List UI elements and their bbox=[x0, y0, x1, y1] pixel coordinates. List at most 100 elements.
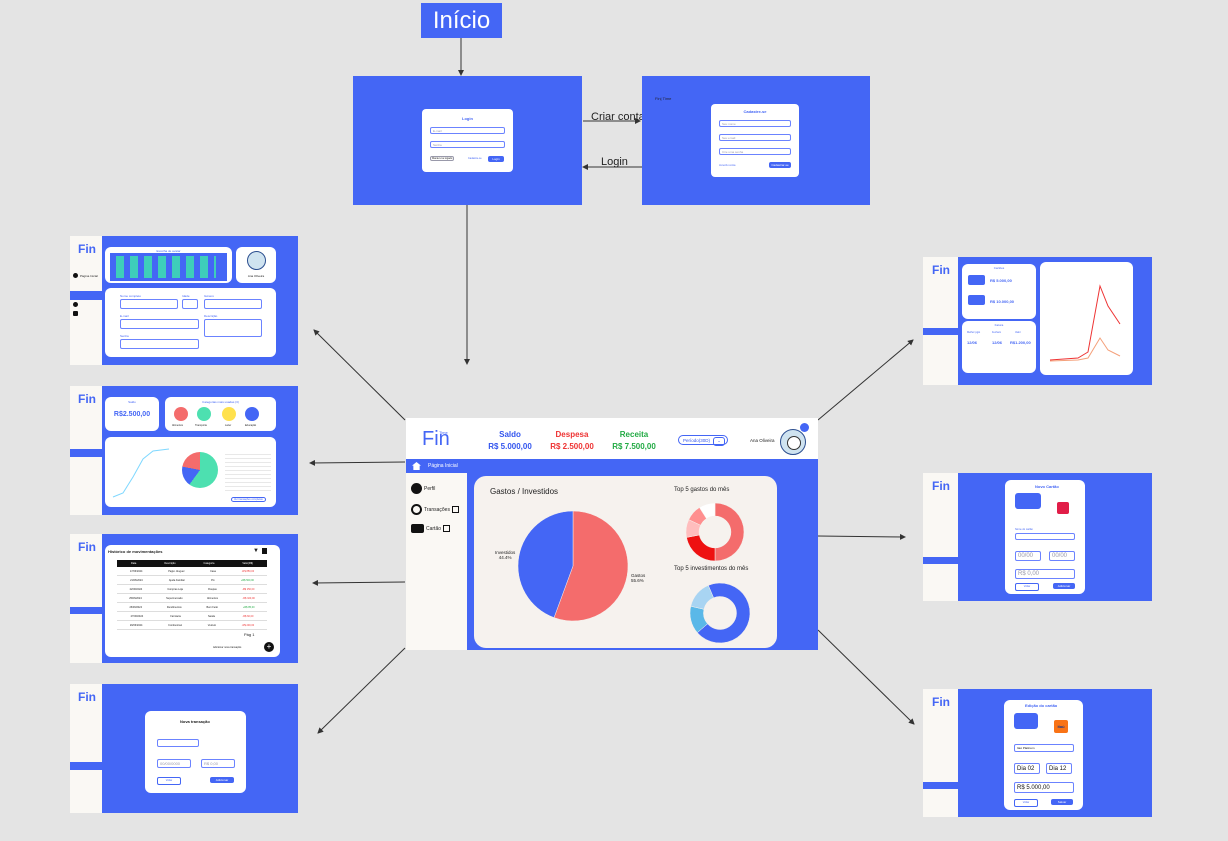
full-transactions-button[interactable]: Ver transações completas bbox=[231, 497, 266, 502]
table-cell: 22/06/2024 bbox=[129, 587, 143, 591]
top-gastos-title: Top 5 gastos do mês bbox=[674, 487, 730, 493]
card-name-field[interactable] bbox=[1015, 533, 1075, 540]
closing-date-field[interactable]: 00/00 bbox=[1015, 551, 1041, 561]
name-field[interactable]: Seu nome bbox=[719, 120, 791, 127]
login-button[interactable]: Login bbox=[488, 156, 504, 162]
start-node: Início bbox=[421, 3, 502, 38]
description-field[interactable] bbox=[157, 739, 199, 747]
category-food-swatch bbox=[174, 407, 188, 421]
col-label: Valor bbox=[1015, 331, 1021, 334]
newcard-sidebar: Fin bbox=[923, 473, 958, 601]
signup-password-field[interactable]: Crie uma senha bbox=[719, 148, 791, 155]
sidebar-item-transacoes[interactable] bbox=[73, 302, 78, 307]
table-cell: Saúde bbox=[207, 614, 216, 618]
add-card-button[interactable]: Adicionar bbox=[1053, 583, 1075, 589]
card-thumb-1[interactable] bbox=[968, 275, 985, 285]
table-cell: -R$ 200,00 bbox=[241, 623, 255, 627]
cancel-button[interactable]: Voltar bbox=[1014, 799, 1038, 807]
name-label: Nome do cartão bbox=[1015, 528, 1033, 531]
phone-icon[interactable] bbox=[800, 423, 809, 432]
history-logo: Fin bbox=[78, 540, 96, 554]
table-cell: 17/06/2024 bbox=[129, 569, 143, 573]
editcard-sidebar: Fin bbox=[923, 689, 958, 817]
sidebar-item-perfil-active[interactable] bbox=[70, 291, 102, 300]
avatar-grid[interactable] bbox=[110, 253, 227, 281]
email-field[interactable] bbox=[120, 319, 199, 329]
sidebar-item-cartao-active[interactable] bbox=[923, 328, 958, 335]
itau-logo-icon[interactable]: itaú bbox=[1054, 720, 1068, 733]
col-header[interactable]: Data bbox=[131, 562, 137, 565]
name-field[interactable] bbox=[120, 299, 178, 309]
col-header[interactable]: Valor(R$) bbox=[242, 562, 253, 565]
sidebar-item-newtx-active[interactable] bbox=[70, 762, 102, 770]
limit-field[interactable]: R$ 0,00 bbox=[1015, 569, 1075, 579]
newtx-sidebar: Fin bbox=[70, 684, 102, 813]
sidebar-item-cartao[interactable]: Cartão bbox=[411, 524, 451, 533]
new-transaction-screen: Fin Nova transação 00/00/0000 R$ 0,00 Vo… bbox=[70, 684, 298, 813]
save-button[interactable]: Salvar bbox=[1051, 799, 1073, 805]
limit-field[interactable]: R$ 5.000,00 bbox=[1014, 782, 1074, 793]
avatar[interactable] bbox=[780, 429, 806, 455]
table-cell: Compras Loja bbox=[167, 587, 183, 591]
sidebar-item-cartao[interactable] bbox=[73, 311, 78, 316]
have-account-link[interactable]: Já tenho conta bbox=[719, 164, 736, 167]
add-icon[interactable]: + bbox=[264, 642, 274, 652]
description-field[interactable] bbox=[204, 319, 262, 337]
card-icon bbox=[73, 311, 78, 316]
sidebar-item-transacoes-active[interactable] bbox=[70, 449, 102, 457]
date-field[interactable]: 00/00/0000 bbox=[157, 759, 191, 768]
download-icon[interactable] bbox=[262, 548, 267, 554]
closing-date-field[interactable]: Dia 02 bbox=[1014, 763, 1040, 774]
card-name-field[interactable]: Itaú Platinum bbox=[1014, 744, 1074, 752]
cancel-button[interactable]: Voltar bbox=[157, 777, 181, 785]
avatar[interactable] bbox=[247, 251, 266, 270]
pie-spent-pct: 55.6% bbox=[631, 578, 644, 583]
age-field[interactable] bbox=[182, 299, 198, 309]
cancel-button[interactable]: Voltar bbox=[1015, 583, 1039, 591]
card-thumb-2[interactable] bbox=[968, 295, 985, 305]
sidebar-item-home[interactable]: Página Inicial bbox=[73, 273, 98, 278]
due-date-field[interactable]: 00/00 bbox=[1049, 551, 1075, 561]
add-button[interactable]: Adicionar bbox=[210, 777, 234, 783]
pagination[interactable]: Pág 1 bbox=[244, 632, 255, 637]
invoice-value: R$1.200,00 bbox=[1010, 340, 1031, 345]
field-label-name: Nome completo bbox=[120, 294, 142, 298]
sidebar-item-newcard-active[interactable] bbox=[923, 557, 958, 564]
filter-icon[interactable]: ▼ bbox=[253, 548, 259, 554]
sidebar-item-history-active[interactable] bbox=[70, 607, 102, 614]
col-header[interactable]: Descrição bbox=[164, 562, 176, 565]
period-label: Período(30D) bbox=[683, 438, 711, 443]
signup-email-field[interactable]: Seu email bbox=[719, 134, 791, 141]
breadcrumb-label[interactable]: Página Inicial bbox=[428, 463, 458, 469]
password-field[interactable]: Senha bbox=[430, 141, 505, 148]
period-selector[interactable]: Período(30D) ⌄ bbox=[678, 435, 728, 446]
sidebar-item-transacoes[interactable]: Transações bbox=[411, 504, 459, 515]
signup-button[interactable]: Cadastrar-se bbox=[769, 162, 791, 168]
field-label-email: E-mail bbox=[120, 314, 129, 318]
sidebar-item-perfil[interactable]: Perfil bbox=[411, 483, 435, 494]
remember-checkbox[interactable]: Manter-me logado bbox=[430, 156, 455, 161]
sidebar-item-editcard-active[interactable] bbox=[923, 782, 958, 789]
col-header[interactable]: Categoria bbox=[203, 562, 215, 565]
pie-slice-outros bbox=[690, 585, 714, 610]
gender-field[interactable] bbox=[204, 299, 262, 309]
field-label-age: Idade bbox=[182, 294, 190, 298]
signup-link[interactable]: Cadastre-se bbox=[468, 157, 482, 160]
expand-icon bbox=[451, 506, 459, 513]
due-date-field[interactable]: Dia 12 bbox=[1046, 763, 1072, 774]
saldo-label: Saldo bbox=[128, 400, 136, 404]
bank-logo-icon[interactable] bbox=[1057, 502, 1069, 514]
value-field[interactable]: R$ 0,00 bbox=[201, 759, 235, 768]
home-screen: Fin Time Saldo R$ 5.000,00 Despesa R$ 2.… bbox=[406, 418, 818, 650]
password-field[interactable] bbox=[120, 339, 199, 349]
email-field[interactable]: E-mail bbox=[430, 127, 505, 134]
